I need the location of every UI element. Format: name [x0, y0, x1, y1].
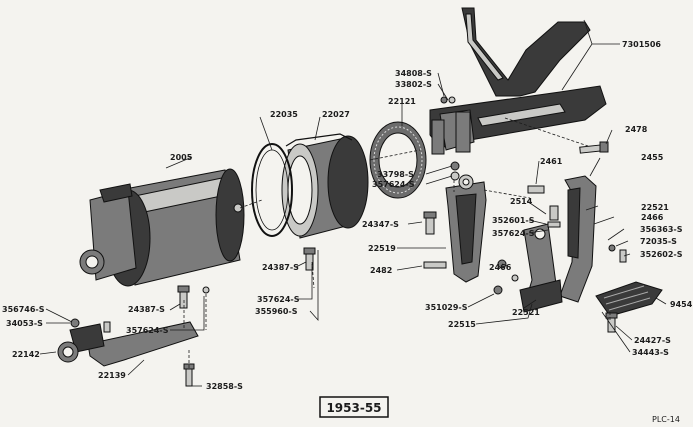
callout-7301506: 7301506 — [622, 40, 661, 49]
callout-2466-a: 2466 — [641, 213, 664, 222]
callout-22515: 22515 — [448, 320, 476, 329]
callout-24427-s: 24427-S — [634, 336, 671, 345]
callout-34443-s: 34443-S — [632, 348, 669, 357]
callout-32858-s: 32858-S — [206, 382, 243, 391]
callout-22027: 22027 — [322, 110, 350, 119]
callout-9454: 9454 — [670, 300, 693, 309]
callout-355960-s: 355960-S — [255, 307, 298, 316]
leader-lines — [39, 19, 667, 387]
gasket-ring — [369, 121, 427, 199]
cylinder-housing — [281, 133, 369, 239]
callout-24347-s: 24347-S — [362, 220, 399, 229]
callout-labels: 7301506 34808-S 33802-S 22121 22035 2202… — [2, 40, 693, 391]
callout-357624-s-b: 357624-S — [492, 229, 535, 238]
hardware-fasteners — [70, 96, 627, 387]
callout-22521-a: 22521 — [641, 203, 669, 212]
callout-33798-s: 33798-S — [377, 170, 414, 179]
callout-22139: 22139 — [98, 371, 126, 380]
callout-72035-s: 72035-S — [640, 237, 677, 246]
callout-33802-s: 33802-S — [395, 80, 432, 89]
callout-22121: 22121 — [388, 97, 416, 106]
callout-34053-s: 34053-S — [6, 319, 43, 328]
callout-24387-s-a: 24387-S — [262, 263, 299, 272]
callout-2514: 2514 — [510, 197, 533, 206]
callout-22142: 22142 — [12, 350, 40, 359]
year-badge: 1953-55 — [319, 396, 389, 418]
pedal-support-bracket — [429, 7, 607, 155]
callout-356746-s: 356746-S — [2, 305, 45, 314]
callout-22035: 22035 — [270, 110, 298, 119]
callout-352601-s: 352601-S — [492, 216, 535, 225]
callout-2455: 2455 — [641, 153, 664, 162]
callout-22519: 22519 — [368, 244, 396, 253]
callout-357624-s-d: 357624-S — [126, 326, 169, 335]
lower-bracket — [57, 321, 199, 367]
callout-351029-s: 351029-S — [425, 303, 468, 312]
year-range: 1953-55 — [326, 401, 381, 415]
plate-id: PLC-14 — [652, 415, 680, 424]
callout-357624-s-c: 357624-S — [257, 295, 300, 304]
callout-2478: 2478 — [625, 125, 648, 134]
callout-24387-s-b: 24387-S — [128, 305, 165, 314]
callout-2466-b: 2466 — [489, 263, 512, 272]
callout-2005: 2005 — [170, 153, 193, 162]
callout-356363-s: 356363-S — [640, 225, 683, 234]
callout-2461: 2461 — [540, 157, 563, 166]
callout-357624-s-a: 357624-S — [372, 180, 415, 189]
callout-34808-s: 34808-S — [395, 69, 432, 78]
alignment-lines — [183, 117, 611, 368]
callout-22521-b: 22521 — [512, 308, 540, 317]
lever-arm — [445, 174, 487, 283]
callout-352602-s: 352602-S — [640, 250, 683, 259]
pedal-pad — [595, 281, 663, 317]
booster-body — [79, 168, 245, 287]
callout-2482: 2482 — [370, 266, 392, 275]
